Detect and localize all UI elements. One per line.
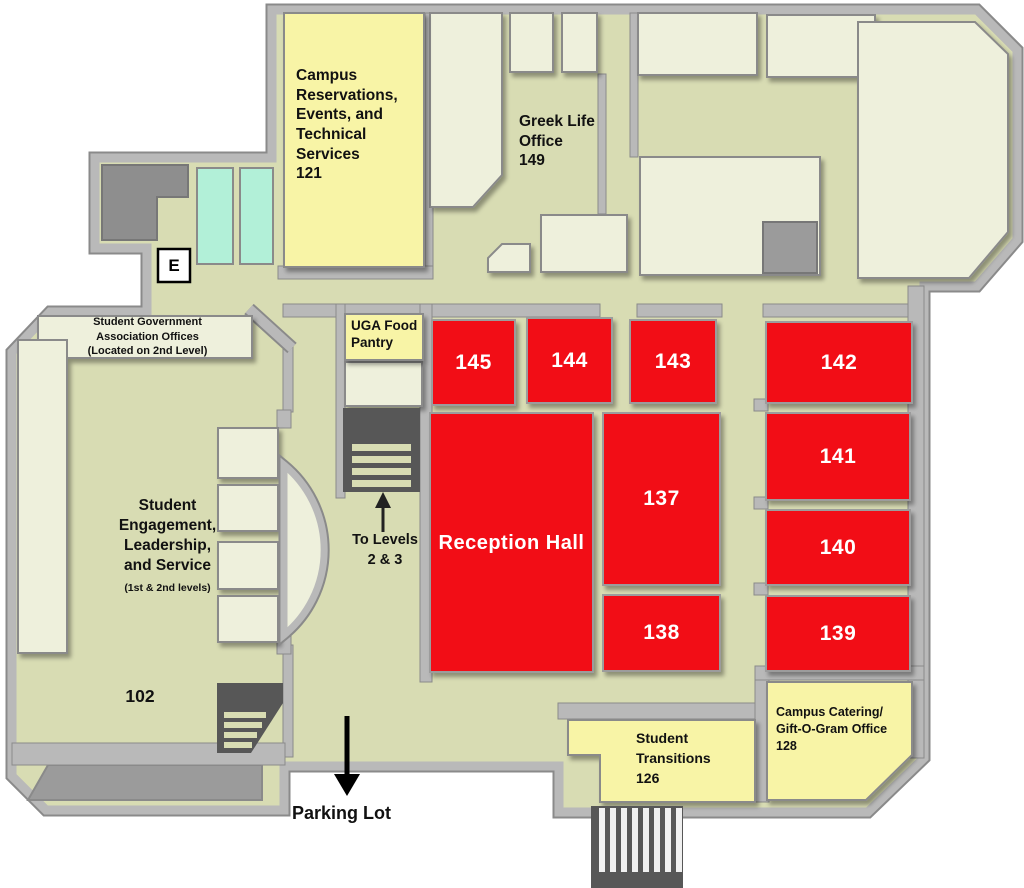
room-shape — [487, 243, 531, 273]
ramp-area — [26, 764, 263, 801]
campus-catering-shape — [766, 681, 913, 801]
reception-hall-label: Reception Hall — [438, 531, 585, 554]
cyan-room-shape — [196, 167, 234, 265]
room-shape — [17, 339, 68, 654]
cubicle-shape — [217, 541, 279, 590]
parking-lot-label: Parking Lot — [292, 803, 392, 823]
stairs-exterior-bottom — [591, 806, 683, 888]
cubicle-shape — [217, 427, 279, 479]
room-145-shape — [431, 319, 516, 406]
greek-life-label: Greek Life Office 149 — [519, 113, 595, 170]
room-143-shape — [629, 319, 717, 404]
cubicle-shape — [217, 595, 279, 643]
room-141-label: 141 — [819, 444, 857, 468]
room-141-shape — [765, 412, 911, 501]
room-139-shape — [765, 595, 911, 672]
room-144-shape — [526, 317, 613, 404]
red-rooms — [429, 317, 913, 673]
to-levels-label: To Levels 2 & 3 — [352, 532, 418, 569]
room-102-label: 102 — [125, 686, 155, 706]
elevator-box — [156, 247, 192, 284]
room-137-shape — [602, 412, 721, 586]
room-shape — [637, 12, 758, 76]
room-145-label: 145 — [455, 350, 492, 374]
room-139-label: 139 — [819, 621, 857, 645]
dark-utility-room — [762, 221, 818, 274]
wing-corner-wall-fill — [245, 305, 296, 352]
cyan-rooms — [196, 167, 274, 265]
room-143-label: 143 — [654, 349, 692, 373]
room-142-label: 142 — [820, 350, 858, 374]
sga-label: Student Government Association Offices (… — [87, 316, 208, 358]
room-140-label: 140 — [819, 535, 857, 559]
student-transitions-shape — [567, 719, 756, 803]
room-shape — [561, 12, 598, 73]
campus-catering-label: Campus Catering/ Gift-O-Gram Office 128 — [776, 705, 888, 753]
food-pantry-shape — [344, 313, 424, 361]
room-shape — [540, 214, 628, 273]
room-138-shape — [602, 594, 721, 672]
cubicle-shape — [217, 484, 279, 532]
room-shape — [857, 21, 1009, 279]
parking-arrow — [334, 716, 360, 796]
elevator-label: E — [168, 255, 180, 275]
room-shape — [509, 12, 554, 73]
room-shape — [344, 361, 423, 407]
stairs-central — [343, 408, 420, 492]
room-138-label: 138 — [643, 621, 680, 644]
cyan-room-shape — [239, 167, 274, 265]
yellow-rooms — [283, 12, 913, 803]
reception-hall-shape — [429, 412, 594, 673]
room-140-shape — [765, 509, 911, 586]
light-rooms — [17, 12, 1009, 654]
food-pantry-label: UGA Food Pantry — [351, 318, 418, 350]
curved-alcove-wall — [280, 457, 328, 643]
stairs-bottom-left — [217, 683, 283, 753]
student-transitions-label: Student Transitions 126 — [636, 730, 711, 786]
stairs-up-arrow — [375, 492, 391, 532]
room-137-label: 137 — [643, 487, 680, 510]
room-142-shape — [765, 321, 913, 404]
room-shape — [429, 12, 503, 208]
campus-reservations-shape — [283, 12, 425, 268]
sels-label: Student Engagement, Leadership, and Serv… — [118, 497, 217, 575]
room-144-label: 144 — [551, 348, 588, 372]
sga-room-shape — [37, 315, 253, 359]
dark-utility-room — [101, 164, 189, 241]
sels-sublabel: (1st & 2nd levels) — [124, 582, 211, 594]
campus-reservations-label: Campus Reservations, Events, and Technic… — [296, 67, 398, 183]
